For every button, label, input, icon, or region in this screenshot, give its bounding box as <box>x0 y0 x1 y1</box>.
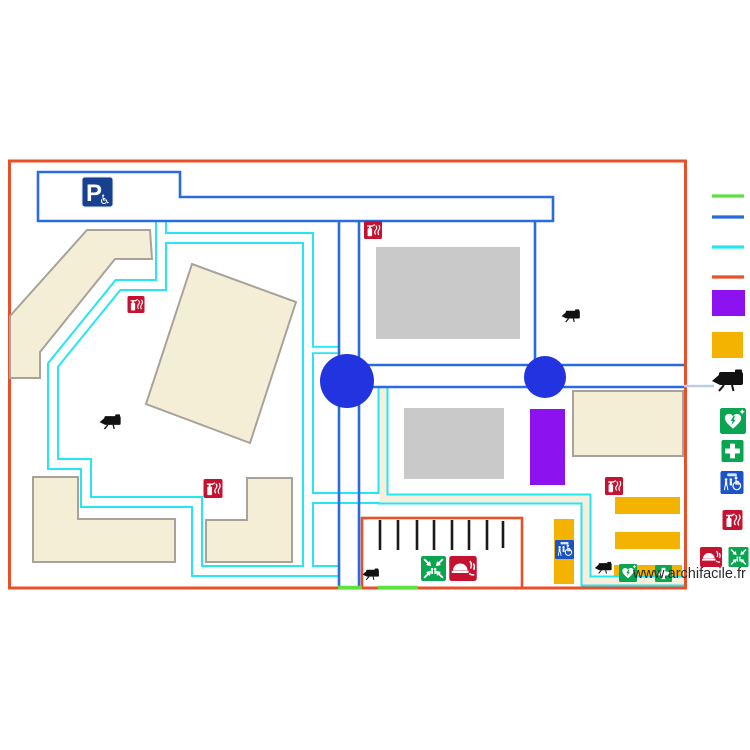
accessible-parking-sign[interactable]: P ♿ <box>81 176 114 208</box>
purple-zone[interactable] <box>530 409 565 485</box>
fire-extinguisher-icon[interactable] <box>126 296 146 313</box>
watermark: www.archifacile.fr <box>633 566 746 582</box>
camera-icon[interactable] <box>99 413 122 430</box>
building-northwest[interactable] <box>9 229 154 379</box>
legend-purple-zone-swatch <box>712 290 745 316</box>
south-parking-zone[interactable] <box>360 516 524 590</box>
building-southeast[interactable] <box>572 390 684 457</box>
gray-zone-south[interactable] <box>404 408 504 479</box>
camera-icon[interactable] <box>561 308 581 323</box>
roads-layer[interactable] <box>36 170 684 587</box>
parking-lot-boundary[interactable] <box>36 170 555 223</box>
camera-icon[interactable] <box>594 561 613 574</box>
parking-sign-letter: P <box>86 180 102 207</box>
legend-yellow-zone-swatch <box>712 332 743 358</box>
roundabout-east[interactable] <box>524 356 566 398</box>
legend-fire-alarm-icon <box>700 547 722 567</box>
parking-stripes <box>378 520 505 550</box>
legend-assembly-point-icon <box>727 547 750 567</box>
assembly-point-icon[interactable] <box>420 556 447 581</box>
gray-zone-north[interactable] <box>376 247 520 339</box>
fire-extinguisher-icon[interactable] <box>363 221 383 239</box>
fire-extinguisher-icon[interactable] <box>604 477 624 495</box>
legend-camera-icon <box>711 368 745 393</box>
legend <box>700 194 750 567</box>
fire-alarm-icon[interactable] <box>449 556 477 581</box>
fire-extinguisher-icon[interactable] <box>203 479 223 498</box>
parking-sign-plate <box>81 176 114 208</box>
legend-fire-extinguisher-icon <box>722 510 743 530</box>
yellow-zone-2[interactable] <box>615 532 680 549</box>
legend-accessible-evacuation-icon <box>719 471 745 494</box>
roundabout-west[interactable] <box>320 354 374 408</box>
legend-first-aid-icon <box>721 440 744 462</box>
legend-defibrillator-icon <box>720 408 746 434</box>
gray-zones-layer <box>376 247 520 479</box>
buildings-layer <box>9 229 684 563</box>
road-nodes <box>320 354 566 408</box>
building-south-central[interactable] <box>205 477 293 563</box>
yellow-zone-1[interactable] <box>615 497 680 514</box>
camera-icon[interactable] <box>362 567 380 581</box>
building-southwest[interactable] <box>32 476 176 563</box>
building-central-tilted[interactable] <box>144 262 298 445</box>
wheelchair-icon: ♿ <box>99 193 111 208</box>
accessible-evacuation-icon[interactable] <box>555 540 574 559</box>
